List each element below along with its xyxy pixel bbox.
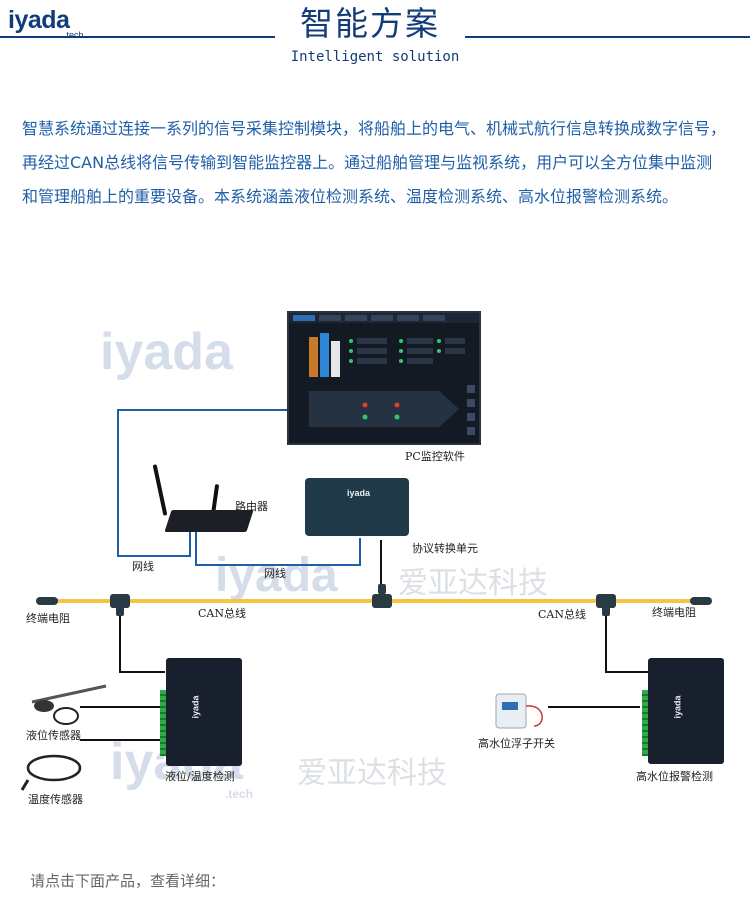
network-cable-router-converter bbox=[195, 530, 361, 566]
device-logo: iyada bbox=[190, 695, 201, 719]
device-logo: iyada bbox=[672, 695, 683, 719]
label-terminal-resistor-left: 终端电阻 bbox=[26, 612, 70, 625]
page-title: 智能方案 bbox=[300, 4, 440, 43]
label-terminal-resistor-right: 终端电阻 bbox=[652, 606, 696, 619]
pc-screen-tab bbox=[371, 315, 393, 321]
temperature-sensor-device bbox=[20, 754, 82, 791]
high-water-alarm-device: iyada bbox=[648, 658, 724, 764]
can-tee-drop-left bbox=[116, 606, 124, 616]
level-sensor-device bbox=[31, 684, 107, 725]
pc-screen-tab bbox=[423, 315, 445, 321]
label-pc-software: PC监控软件 bbox=[405, 450, 465, 463]
terminal-resistor-left bbox=[36, 597, 58, 605]
can-tee-connector-left bbox=[110, 594, 130, 608]
wire-right-tee-detector bbox=[605, 612, 648, 673]
pc-screen-tab bbox=[319, 315, 341, 321]
pc-screen-content bbox=[309, 333, 475, 435]
can-tee-connector-center bbox=[372, 594, 392, 608]
watermark-company-middle: 爱亚达科技 bbox=[398, 566, 548, 601]
brand-logo: iyada .tech bbox=[8, 6, 88, 40]
can-tee-connector-right bbox=[596, 594, 616, 608]
label-network-cable-2: 网线 bbox=[264, 567, 286, 580]
brand-logo-text: iyada bbox=[8, 6, 70, 34]
pc-monitor-screen bbox=[287, 311, 481, 445]
terminal-block bbox=[642, 690, 648, 756]
pc-screen-toolbar bbox=[289, 313, 479, 323]
header-rule-right bbox=[465, 36, 750, 38]
label-can-bus-right: CAN总线 bbox=[538, 608, 586, 621]
label-temperature-sensor: 温度传感器 bbox=[28, 793, 83, 806]
pc-screen-tab bbox=[293, 315, 315, 321]
watermark-logo-sub: .tech bbox=[225, 787, 254, 801]
can-tee-drop-center bbox=[378, 584, 386, 594]
label-network-cable-1: 网线 bbox=[132, 560, 154, 573]
label-router: 路由器 bbox=[235, 500, 268, 513]
device-logo: iyada bbox=[347, 488, 371, 498]
terminal-block bbox=[160, 690, 166, 756]
header-rule-left bbox=[0, 36, 275, 38]
label-can-bus-left: CAN总线 bbox=[198, 607, 246, 620]
network-cable-pc-router bbox=[117, 409, 288, 557]
label-protocol-converter: 协议转换单元 bbox=[412, 542, 478, 555]
label-float-switch: 高水位浮子开关 bbox=[478, 737, 555, 750]
brand-logo-subtext: .tech bbox=[64, 30, 84, 40]
can-tee-drop-right bbox=[602, 606, 610, 616]
watermark-logo-top: iyada bbox=[100, 323, 233, 381]
protocol-converter-device: iyada bbox=[305, 478, 409, 536]
pc-screen-tab bbox=[345, 315, 367, 321]
pc-screen-tab bbox=[397, 315, 419, 321]
level-temp-detector-device: iyada bbox=[166, 658, 242, 766]
watermark-logo-middle: iyada bbox=[215, 549, 338, 602]
float-switch-device bbox=[495, 693, 543, 729]
page-subtitle: Intelligent solution bbox=[290, 49, 460, 65]
footer-note: 请点击下面产品，查看详细： bbox=[30, 872, 226, 890]
intro-paragraph: 智慧系统通过连接一系列的信号采集控制模块，将船舶上的电气、机械式航行信息转换成数… bbox=[22, 119, 727, 206]
wire-left-tee-detector bbox=[119, 612, 165, 673]
watermark-company-bottom: 爱亚达科技 bbox=[297, 756, 447, 791]
terminal-resistor-right bbox=[690, 597, 712, 605]
label-level-temp-detector: 液位/温度检测 bbox=[165, 770, 235, 783]
label-high-water-alarm: 高水位报警检测 bbox=[636, 770, 713, 783]
label-level-sensor: 液位传感器 bbox=[26, 729, 81, 742]
